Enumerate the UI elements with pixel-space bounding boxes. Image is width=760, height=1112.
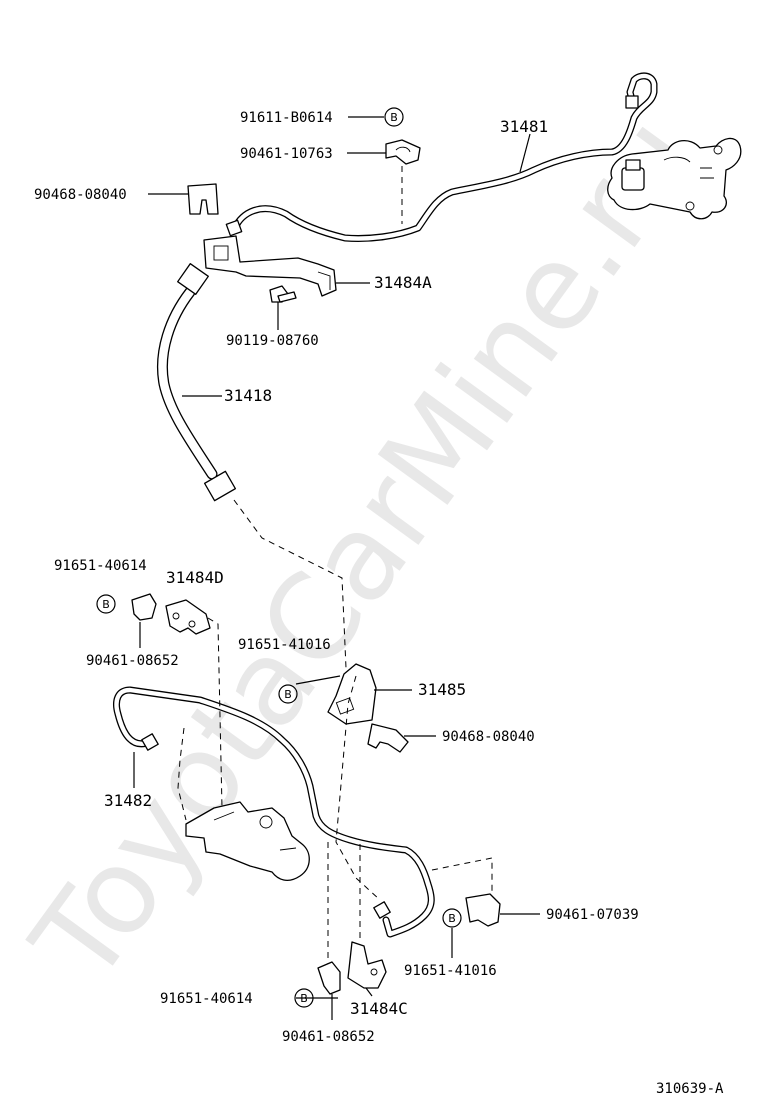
label-91651-40614-left: 91651-40614 [54,558,147,574]
bracket-31484C [347,941,387,989]
label-31485: 31485 [418,680,466,699]
label-90461-07039: 90461-07039 [546,907,639,923]
circle-b-91651-41016-bot: B [442,908,462,928]
hose-31418 [156,263,237,502]
circle-b-91651-40614-left: B [96,594,116,614]
label-31484D: 31484D [166,568,224,587]
watermark-text: ToyotaCarMine.ru [5,91,723,1007]
label-90119-08760: 90119-08760 [226,333,319,349]
label-90468-08040-mid: 90468-08040 [442,729,535,745]
diagram-code: 310639-A [656,1081,724,1097]
clip-90461-07039 [465,893,501,927]
label-90461-08652-left: 90461-08652 [86,653,179,669]
svg-text:B: B [448,912,456,925]
label-91611-B0614: 91611-B0614 [240,110,333,126]
label-31482: 31482 [104,791,152,810]
circle-b-91611: B [384,107,404,127]
label-90468-08040-top: 90468-08040 [34,187,127,203]
svg-text:B: B [300,992,308,1005]
bracket-31485 [327,663,377,725]
clip-90461-10763 [385,139,421,165]
label-90461-08652-bottom: 90461-08652 [282,1029,375,1045]
master-cylinder [607,137,742,220]
svg-text:B: B [390,111,398,124]
label-31418: 31418 [224,386,272,405]
svg-text:B: B [284,688,292,701]
bracket-31484A [203,235,337,297]
bracket-31484D [165,599,211,635]
clip-90468-08040-top [187,183,219,215]
pipe-31482 [113,686,435,938]
pipe-31481 [225,72,658,242]
release-cylinder [185,801,310,882]
circle-b-91651-40614-bot: B [294,988,314,1008]
label-91651-40614-bot: 91651-40614 [160,991,253,1007]
bolt-90119-08760 [269,285,297,303]
clip-90461-08652-left [131,593,157,621]
label-91651-41016-bot: 91651-41016 [404,963,497,979]
label-31484C: 31484C [350,999,408,1018]
label-91651-41016-mid: 91651-41016 [238,637,331,653]
svg-text:B: B [102,598,110,611]
label-90461-10763: 90461-10763 [240,146,333,162]
label-31481: 31481 [500,117,548,136]
label-31484A: 31484A [374,273,432,292]
clip-90468-08040-mid [367,723,409,753]
leaders-bottom [133,617,540,1020]
leaders-top [148,116,531,669]
clip-90461-08652-bottom [317,961,341,995]
circle-b-91651-41016-mid: B [278,684,298,704]
